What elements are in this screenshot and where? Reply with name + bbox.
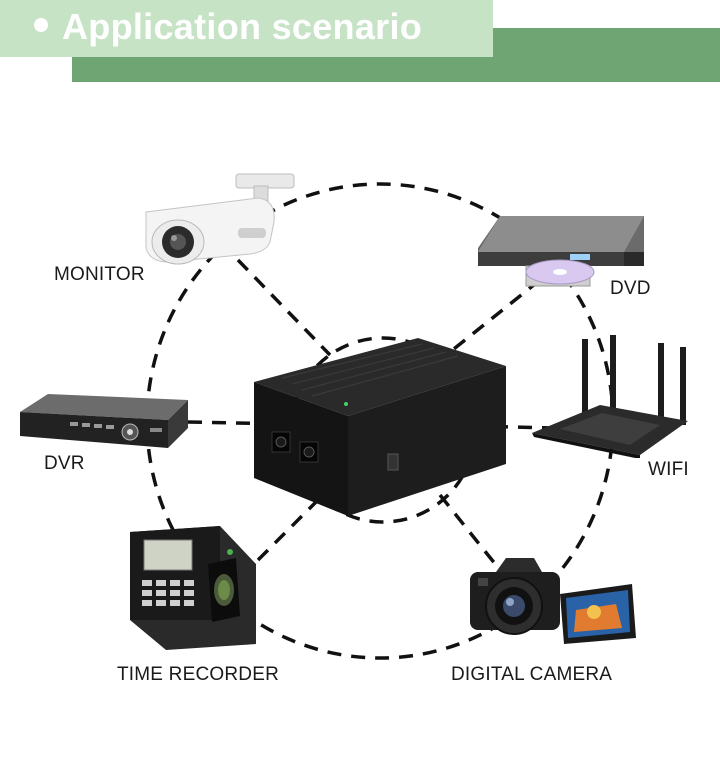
label-wifi: WIFI	[648, 459, 689, 480]
dvr-recorder-icon	[20, 394, 188, 448]
label-digital-camera: DIGITAL CAMERA	[451, 664, 613, 685]
bullet-icon	[34, 18, 48, 33]
page-title-text: Application scenario	[62, 6, 423, 47]
spoke-camera	[438, 493, 502, 572]
power-supply-icon	[254, 338, 506, 516]
header-banner: Application scenario	[0, 0, 493, 57]
label-dvr: DVR	[44, 453, 85, 474]
label-monitor: MONITOR	[54, 264, 145, 285]
page-title: Application scenario	[34, 6, 422, 48]
wifi-router-icon	[532, 335, 688, 458]
label-time-recorder: TIME RECORDER	[117, 664, 279, 685]
cctv-camera-icon	[145, 173, 295, 265]
dvd-player-icon	[478, 216, 644, 287]
label-dvd: DVD	[610, 278, 651, 299]
fingerprint-terminal-icon	[130, 526, 256, 650]
digital-camera-icon	[470, 558, 636, 644]
spoke-dvd	[448, 278, 542, 354]
